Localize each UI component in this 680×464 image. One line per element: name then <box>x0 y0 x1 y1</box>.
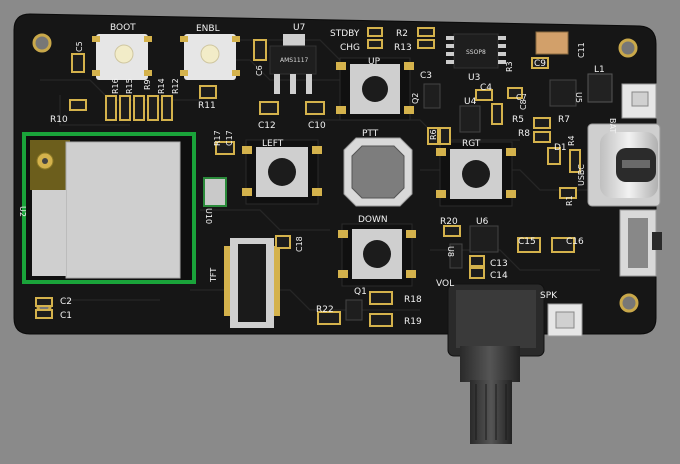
label-c14: C14 <box>490 271 508 281</box>
mounting-hole <box>32 33 52 53</box>
label-r14: R14 <box>157 78 166 94</box>
label-r5: R5 <box>512 115 524 125</box>
mounting-hole <box>619 293 639 313</box>
label-r15: R15 <box>125 78 134 94</box>
label-u5: U5 <box>574 92 583 103</box>
u7-regulator: AMS1117 <box>269 34 317 94</box>
c9-capacitor <box>535 31 569 55</box>
bat-connector <box>621 83 657 119</box>
label-c12: C12 <box>258 121 276 131</box>
label-c6: C6 <box>255 65 264 76</box>
label-c13: C13 <box>490 259 508 269</box>
label-rgt: RGT <box>462 139 481 149</box>
u2-module <box>22 132 196 284</box>
label-enbl: ENBL <box>196 24 220 34</box>
label-stdby: STDBY <box>330 29 360 39</box>
l1-inductor <box>587 73 613 103</box>
label-bat: BAT <box>608 118 617 133</box>
label-down: DOWN <box>358 215 388 225</box>
label-r12: R12 <box>171 78 180 94</box>
label-q2: Q2 <box>411 93 420 104</box>
label-c17: C17 <box>225 130 234 146</box>
label-c11: C11 <box>577 42 586 58</box>
power-switch[interactable] <box>619 209 662 277</box>
usbc-connector <box>587 123 661 207</box>
ptt-button[interactable] <box>343 137 413 207</box>
left-button[interactable] <box>242 139 322 205</box>
vol-potentiometer[interactable] <box>447 283 545 444</box>
label-chg: CHG <box>340 43 360 53</box>
label-r22: R22 <box>316 305 334 315</box>
spk-connector <box>547 303 583 337</box>
u6-chip <box>469 225 499 253</box>
svg-text:AMS1117: AMS1117 <box>280 57 309 64</box>
label-u6: U6 <box>476 217 489 227</box>
label-c10: C10 <box>308 121 326 131</box>
up-button[interactable] <box>336 57 414 121</box>
label-u3: U3 <box>468 73 480 83</box>
label-r9: R9 <box>143 79 152 90</box>
label-r2: R2 <box>396 29 408 39</box>
label-c9: C9 <box>534 59 546 69</box>
label-tft: TFT <box>209 268 218 283</box>
label-r19: R19 <box>404 317 422 327</box>
label-spk: SPK <box>540 291 558 301</box>
label-c15: C15 <box>518 237 536 247</box>
label-usbc: USBC <box>577 164 586 186</box>
mounting-hole <box>618 38 638 58</box>
label-r13: R13 <box>394 43 412 53</box>
q2-transistor <box>423 83 441 109</box>
rgt-button[interactable] <box>436 141 516 207</box>
label-c7: C7 <box>516 93 527 102</box>
label-c2: C2 <box>60 297 72 307</box>
label-r10: R10 <box>50 115 68 125</box>
label-u8: U8 <box>446 246 455 257</box>
tft-connector <box>224 238 280 328</box>
label-c18: C18 <box>295 236 304 252</box>
label-u4: U4 <box>464 97 477 107</box>
label-r16: R16 <box>111 78 120 94</box>
label-r7: R7 <box>558 115 570 125</box>
svg-text:SSOP8: SSOP8 <box>466 49 486 56</box>
label-u2: U2 <box>18 206 27 217</box>
u10-part <box>203 177 227 207</box>
boot-button[interactable] <box>92 34 152 80</box>
label-c8: C8 <box>519 99 528 110</box>
label-r18: R18 <box>404 295 422 305</box>
label-c5: C5 <box>75 41 84 52</box>
silkscreen-labels: BOOT ENBL U7 STDBY CHG R2 R13 UP C3 Q2 U… <box>18 23 617 327</box>
label-up: UP <box>368 57 381 67</box>
u8-chip <box>449 243 463 269</box>
u3-chip: SSOP8 <box>446 33 506 69</box>
u4-chip <box>459 105 481 133</box>
label-r1: R1 <box>565 195 574 206</box>
label-l1: L1 <box>594 65 605 75</box>
label-left: LEFT <box>262 139 284 149</box>
label-r6: R6 <box>429 129 438 140</box>
label-r4: R4 <box>567 135 576 146</box>
q1-transistor <box>345 299 363 321</box>
label-q1: Q1 <box>354 287 367 297</box>
label-u10: U10 <box>204 208 213 224</box>
label-r17: R17 <box>213 130 222 146</box>
label-r11: R11 <box>198 101 216 111</box>
label-c16: C16 <box>566 237 584 247</box>
down-button[interactable] <box>338 223 416 287</box>
label-d1: D1 <box>554 143 567 153</box>
label-vol: VOL <box>436 279 454 289</box>
label-c4: C4 <box>480 83 492 93</box>
label-r20: R20 <box>440 217 458 227</box>
label-boot: BOOT <box>110 23 136 33</box>
label-r3: R3 <box>505 61 514 72</box>
label-ptt: PTT <box>362 129 379 139</box>
label-c1: C1 <box>60 311 72 321</box>
enbl-button[interactable] <box>180 34 240 80</box>
label-c3: C3 <box>420 71 432 81</box>
smd-passives <box>35 27 581 327</box>
label-u7: U7 <box>293 23 305 33</box>
label-r8: R8 <box>518 129 530 139</box>
u5-chip <box>549 79 577 107</box>
